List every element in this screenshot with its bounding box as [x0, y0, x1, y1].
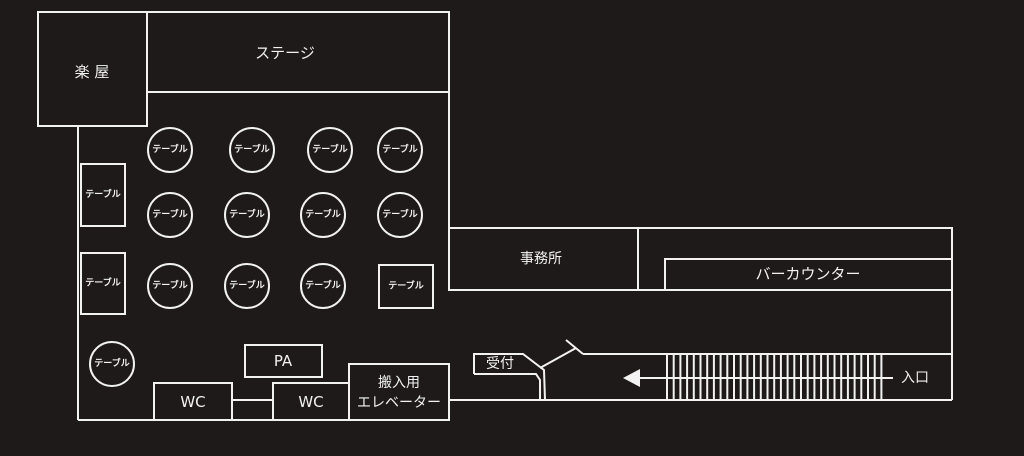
table-label: テーブル [229, 208, 264, 220]
table-label: テーブル [234, 143, 269, 155]
table-label: テーブル [229, 279, 264, 291]
bar-counter [664, 258, 953, 291]
wc1-label: WC [180, 393, 205, 411]
square-table [80, 252, 126, 315]
round-table [147, 127, 193, 173]
table-label: テーブル [152, 208, 187, 220]
table-label: テーブル [382, 143, 417, 155]
elevator [348, 363, 450, 421]
elevator-label-1: 搬入用 [378, 375, 420, 391]
elevator-label-2: エレベーター [357, 395, 441, 411]
arrow-left-icon [623, 369, 640, 387]
reception-label: 受付 [486, 356, 514, 372]
table-label: テーブル [152, 279, 187, 291]
door [539, 347, 577, 369]
round-table [89, 341, 135, 387]
tables: テーブルテーブルテーブルテーブルテーブルテーブルテーブルテーブルテーブルテーブル… [80, 127, 434, 387]
round-table [300, 192, 346, 238]
round-table [147, 263, 193, 309]
table-label: テーブル [305, 208, 340, 220]
table-label: テーブル [152, 143, 187, 155]
wc-1 [153, 382, 233, 421]
round-table [377, 127, 423, 173]
reception-desk [473, 353, 546, 401]
stage [146, 11, 450, 93]
table-label: テーブル [85, 277, 120, 289]
wc2-label: WC [298, 393, 323, 411]
square-table [80, 163, 126, 227]
round-table [147, 192, 193, 238]
table-label: テーブル [312, 143, 347, 155]
table-label: テーブル [85, 188, 120, 200]
round-table [229, 127, 275, 173]
office-label: 事務所 [520, 251, 562, 267]
bar-counter-label: バーカウンター [755, 265, 860, 283]
table-label: テーブル [388, 280, 423, 292]
stage-label: ステージ [255, 44, 315, 62]
round-table [377, 192, 423, 238]
pa-label: PA [274, 352, 293, 370]
pa-booth [244, 344, 323, 378]
table-label: テーブル [305, 279, 340, 291]
round-table [224, 192, 270, 238]
entrance-label: 入口 [901, 370, 929, 386]
table-label: テーブル [94, 357, 129, 369]
square-table [378, 264, 434, 309]
round-table [307, 127, 353, 173]
dressing-room-label: 楽 屋 [75, 63, 110, 81]
round-table [300, 263, 346, 309]
round-table [224, 263, 270, 309]
table-label: テーブル [382, 208, 417, 220]
